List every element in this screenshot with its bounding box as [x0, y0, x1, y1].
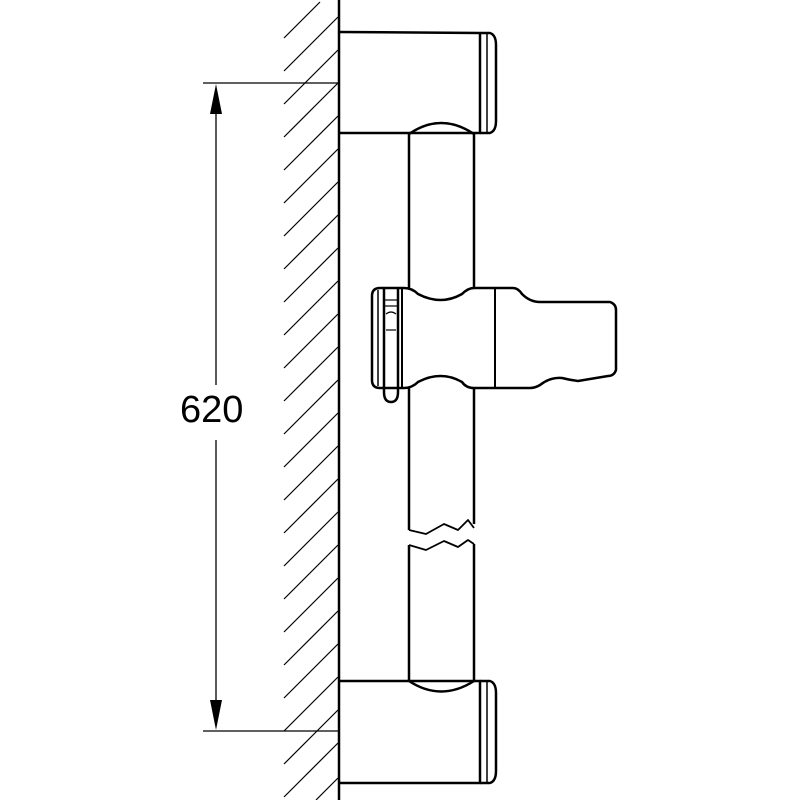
bottom-wall-bracket [339, 679, 498, 785]
dimension-lines [203, 82, 339, 732]
release-lever [382, 288, 400, 404]
adjust-knob [370, 286, 404, 390]
dimension-label: 620 [178, 386, 246, 434]
dimension-arrows [210, 84, 222, 730]
arrow-up-icon [210, 84, 222, 114]
shower-slider [370, 286, 618, 404]
arrow-down-icon [210, 700, 222, 730]
wall-hatching [283, 1, 339, 800]
top-wall-bracket [338, 30, 498, 135]
rail-bar [407, 121, 476, 693]
